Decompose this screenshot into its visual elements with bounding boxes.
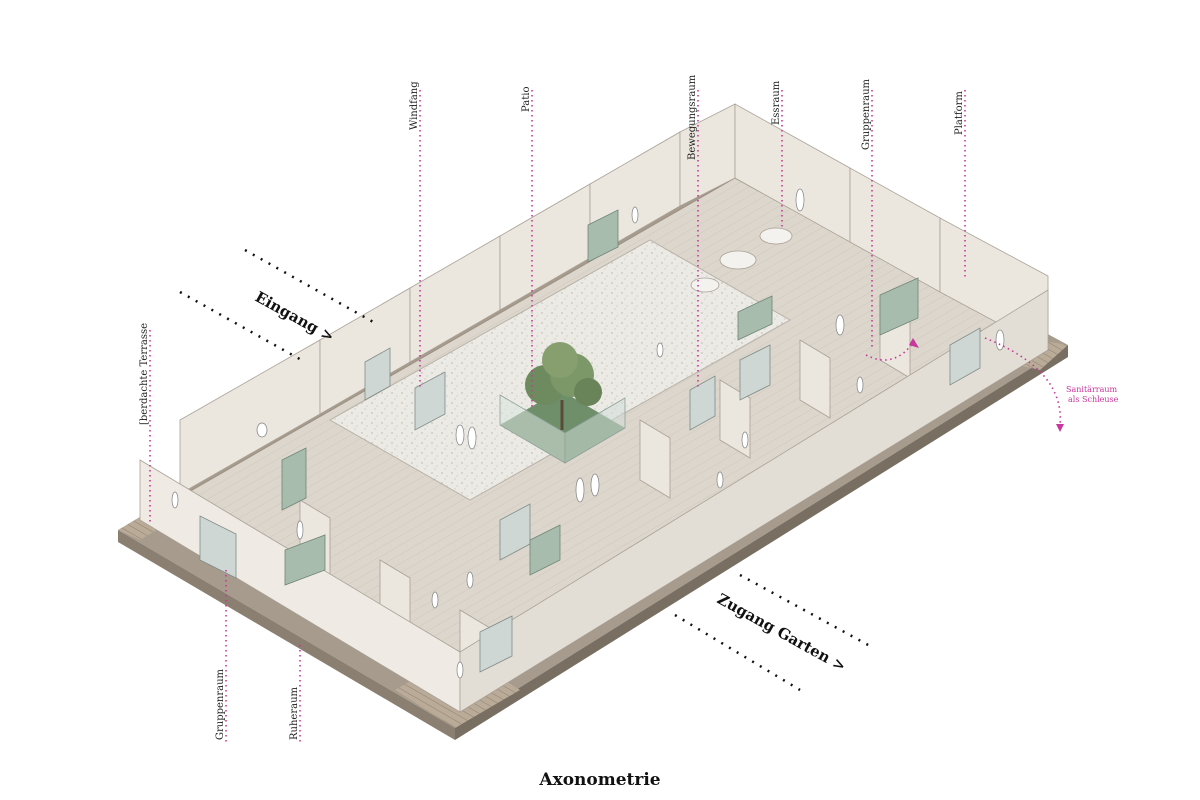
label-gruppenraum-top: Gruppenraum bbox=[861, 78, 872, 150]
zugang-garten-label: Zugang Garten > bbox=[714, 590, 849, 676]
eingang-label: Eingang > bbox=[252, 288, 337, 346]
drawing-caption: Axonometrie bbox=[539, 770, 661, 790]
label-terrasse: [berdachte Terrasse bbox=[139, 323, 150, 425]
sage-panels bbox=[281, 209, 919, 586]
label-ruheraum: Ruheraum bbox=[289, 686, 300, 740]
label-bewegungsraum: Bewegungsraum bbox=[687, 74, 698, 160]
wall-partitions bbox=[139, 103, 1049, 713]
glazing bbox=[199, 327, 981, 673]
schleuse-arrowhead-1 bbox=[909, 338, 919, 348]
sanitaer-note-line2: als Schleuse bbox=[1068, 395, 1119, 404]
sanitaer-note-line1: Sanitärraum bbox=[1066, 385, 1118, 394]
label-platform: Platform bbox=[954, 91, 965, 135]
schleuse-arrows bbox=[865, 337, 1062, 426]
label-windfang: Windfang bbox=[409, 81, 420, 130]
leader-lines bbox=[149, 90, 966, 742]
garden-dotted-lines bbox=[674, 573, 871, 692]
label-patio: Patio bbox=[521, 87, 532, 112]
round-tables bbox=[690, 227, 793, 293]
label-gruppenraum-bottom: Gruppenraum bbox=[215, 668, 226, 740]
people-figures bbox=[171, 188, 1005, 679]
courtyard-tree bbox=[499, 342, 626, 464]
schleuse-arrowhead-2 bbox=[1056, 424, 1064, 432]
label-essraum: Essraum bbox=[771, 80, 782, 125]
